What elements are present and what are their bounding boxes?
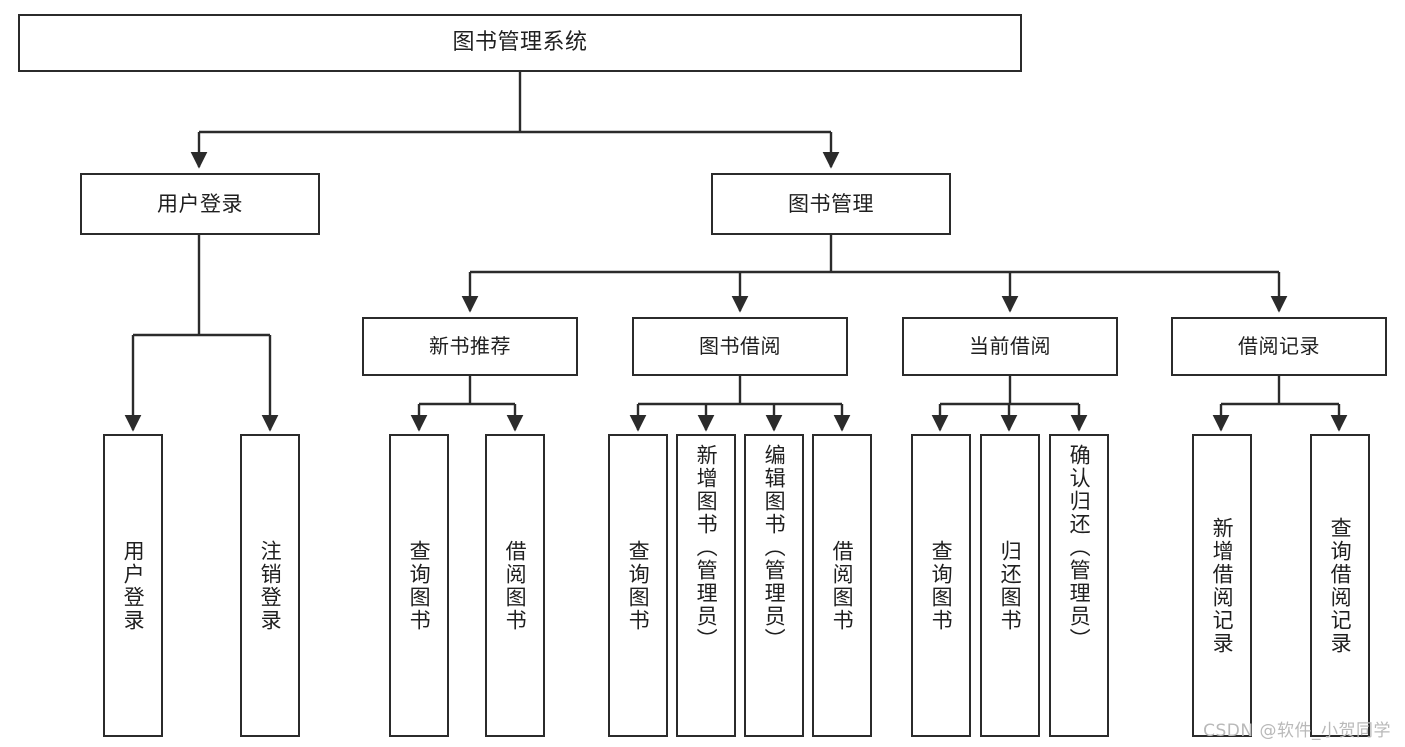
leaf-book-borrow-add[interactable]: 新增图书（管理员） [676, 434, 736, 737]
node-book-management[interactable]: 图书管理 [711, 173, 951, 235]
node-user-login-label: 用户登录 [157, 191, 243, 216]
leaf-new-book-borrow[interactable]: 借阅图书 [485, 434, 545, 737]
leaf-book-borrow-edit-label: 编辑图书（管理员） [762, 444, 787, 651]
leaf-user-login-signout[interactable]: 注销登录 [240, 434, 300, 737]
leaf-borrow-record-add-label: 新增借阅记录 [1210, 516, 1235, 655]
leaf-user-login-signin[interactable]: 用户登录 [103, 434, 163, 737]
leaf-borrow-record-query-label: 查询借阅记录 [1328, 516, 1353, 655]
leaf-book-borrow-add-label: 新增图书（管理员） [694, 444, 719, 651]
node-user-login[interactable]: 用户登录 [80, 173, 320, 235]
leaf-book-borrow-borrow[interactable]: 借阅图书 [812, 434, 872, 737]
leaf-current-borrow-confirm[interactable]: 确认归还（管理员） [1049, 434, 1109, 737]
leaf-current-borrow-return[interactable]: 归还图书 [980, 434, 1040, 737]
leaf-new-book-query[interactable]: 查询图书 [389, 434, 449, 737]
leaf-user-login-signin-label: 用户登录 [121, 539, 146, 632]
leaf-current-borrow-confirm-label: 确认归还（管理员） [1067, 444, 1092, 651]
node-new-book-recommend[interactable]: 新书推荐 [362, 317, 578, 376]
leaf-borrow-record-query[interactable]: 查询借阅记录 [1310, 434, 1370, 737]
node-current-borrow-label: 当前借阅 [969, 334, 1051, 358]
node-book-borrow-label: 图书借阅 [699, 334, 781, 358]
node-book-borrow[interactable]: 图书借阅 [632, 317, 848, 376]
leaf-borrow-record-add[interactable]: 新增借阅记录 [1192, 434, 1252, 737]
leaf-user-login-signout-label: 注销登录 [258, 539, 283, 632]
leaf-new-book-query-label: 查询图书 [407, 539, 432, 632]
node-borrow-record-label: 借阅记录 [1238, 334, 1320, 358]
leaf-book-borrow-edit[interactable]: 编辑图书（管理员） [744, 434, 804, 737]
leaf-current-borrow-query[interactable]: 查询图书 [911, 434, 971, 737]
node-new-book-recommend-label: 新书推荐 [429, 334, 511, 358]
csdn-watermark: CSDN @软件_小贺同学 [1203, 721, 1391, 741]
node-borrow-record[interactable]: 借阅记录 [1171, 317, 1387, 376]
node-root[interactable]: 图书管理系统 [18, 14, 1022, 72]
node-book-management-label: 图书管理 [788, 191, 874, 216]
leaf-book-borrow-borrow-label: 借阅图书 [830, 539, 855, 632]
node-current-borrow[interactable]: 当前借阅 [902, 317, 1118, 376]
node-root-label: 图书管理系统 [452, 30, 588, 56]
leaf-current-borrow-return-label: 归还图书 [998, 539, 1023, 632]
leaf-book-borrow-query-label: 查询图书 [626, 539, 651, 632]
leaf-book-borrow-query[interactable]: 查询图书 [608, 434, 668, 737]
leaf-current-borrow-query-label: 查询图书 [929, 539, 954, 632]
leaf-new-book-borrow-label: 借阅图书 [503, 539, 528, 632]
